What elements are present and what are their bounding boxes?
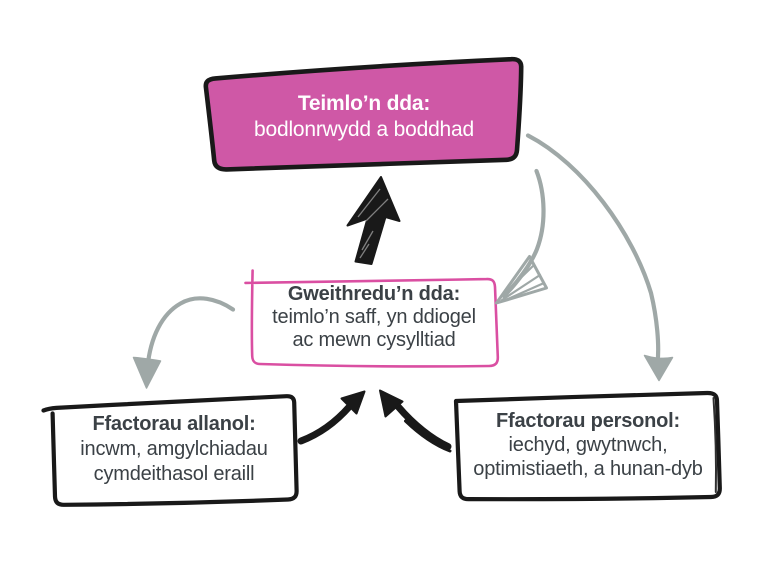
- bottom-right-box-text: Ffactorau personol: iechyd, gwytnwch, op…: [453, 409, 723, 481]
- arrow-bottom-left-to-middle: [297, 390, 366, 445]
- middle-box-title: Gweithredu’n dda:: [287, 283, 461, 305]
- middle-box: [244, 269, 500, 368]
- bottom-left-box-line3: cymdeithasol eraill: [93, 463, 255, 485]
- top-box-title: Teimlo’n dda:: [297, 92, 431, 115]
- bottom-right-box-line3: optimistiaeth, a hunan-dyb: [473, 458, 703, 480]
- middle-box-text: Gweithredu’n dda: teimlo’n saff, yn ddio…: [248, 283, 500, 352]
- arrow-bottom-right-to-middle: [379, 389, 452, 453]
- arrow-middle-to-top: [346, 176, 401, 265]
- bottom-left-box-text: Ffactorau allanol: incwm, amgylchiadau c…: [49, 412, 299, 487]
- arrow-top-to-middle: [495, 168, 548, 305]
- bottom-left-box-line2: incwm, amgylchiadau: [80, 438, 268, 460]
- bottom-right-box-line2: iechyd, gwytnwch,: [508, 434, 668, 456]
- top-box-subtitle: bodlonrwydd a boddhad: [254, 118, 474, 141]
- bottom-right-box-sketch-line: [712, 397, 718, 493]
- middle-box-line2: teimlo’n saff, yn ddiogel: [272, 306, 476, 328]
- bottom-right-box: [453, 390, 722, 502]
- arrow-middle-to-bottom-left: [132, 296, 236, 389]
- bottom-right-box-title: Ffactorau personol:: [496, 410, 680, 432]
- top-box: [203, 56, 524, 172]
- bottom-left-box: [41, 394, 299, 507]
- bottom-left-box-title: Ffactorau allanol:: [92, 413, 256, 435]
- top-box-text: Teimlo’n dda: bodlonrwydd a boddhad: [204, 91, 524, 143]
- middle-box-line3: ac mewn cysylltiad: [292, 329, 456, 351]
- arrow-top-to-bottom-right: [525, 133, 674, 382]
